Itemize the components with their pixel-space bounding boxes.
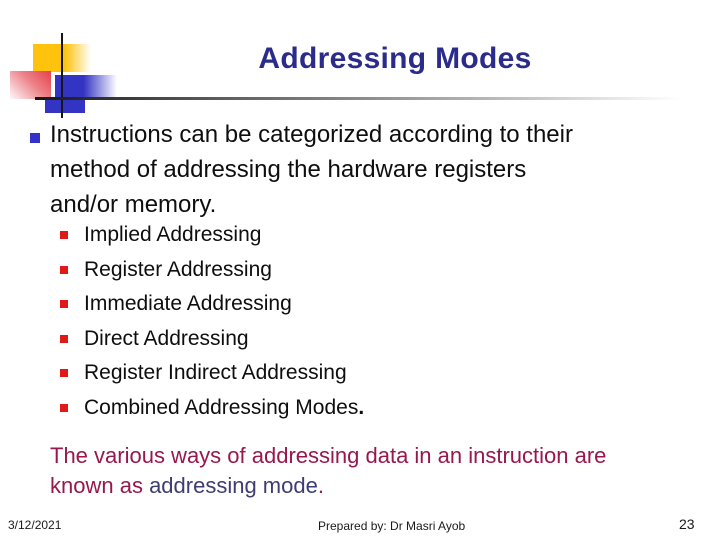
decor-red-square xyxy=(10,71,51,99)
main-bullet-line: and/or memory. xyxy=(50,191,217,218)
bullet-square-icon xyxy=(60,265,68,274)
sub-bullet-item: Register Indirect Addressing xyxy=(60,356,620,391)
title-underline xyxy=(35,97,680,100)
sub-bullet-label: Register Addressing xyxy=(84,257,272,281)
sub-bullet-item: Immediate Addressing xyxy=(60,287,620,322)
footer-prepared-by: Prepared by: Dr Masri Ayob xyxy=(318,519,466,533)
page-number: 23 xyxy=(679,516,695,532)
closing-line2-period: . xyxy=(317,473,324,498)
sub-bullet-list: Implied Addressing Register Addressing I… xyxy=(60,218,620,425)
sub-bullet-label: Register Indirect Addressing xyxy=(84,361,347,384)
bullet-square-icon xyxy=(60,334,68,343)
main-bullet-square-icon xyxy=(30,133,40,143)
closing-paragraph: The various ways of addressing data in a… xyxy=(50,441,690,501)
sub-bullet-label: Combined Addressing Modes xyxy=(84,395,359,419)
footer-date: 3/12/2021 xyxy=(8,518,62,532)
sub-bullet-label: Immediate Addressing xyxy=(84,292,292,315)
closing-line2-prefix: known as xyxy=(50,473,150,498)
main-bullet-text: Instructions can be categorized accordin… xyxy=(50,117,690,222)
slide-title: Addressing Modes xyxy=(258,42,532,75)
sub-bullet-label: Implied Addressing xyxy=(84,223,262,246)
bullet-square-icon xyxy=(60,300,68,308)
closing-highlight-term: addressing mode xyxy=(149,473,318,498)
decor-blue-square-lower xyxy=(45,99,85,113)
main-bullet-line: Instructions can be categorized accordin… xyxy=(50,121,573,148)
closing-line2: known as addressing mode. xyxy=(50,471,690,501)
sub-bullet-period: . xyxy=(358,395,365,419)
decor-blue-square xyxy=(55,75,117,99)
bullet-square-icon xyxy=(60,403,68,412)
bullet-square-icon xyxy=(60,231,68,239)
sub-bullet-label: Direct Addressing xyxy=(84,326,249,350)
sub-bullet-item: Combined Addressing Modes. xyxy=(60,391,620,426)
closing-line1: The various ways of addressing data in a… xyxy=(50,443,607,468)
bullet-square-icon xyxy=(60,369,68,377)
sub-bullet-item: Implied Addressing xyxy=(60,218,620,253)
sub-bullet-item: Direct Addressing xyxy=(60,322,620,357)
sub-bullet-item: Register Addressing xyxy=(60,253,620,288)
crosshair-vertical-line xyxy=(61,33,63,118)
main-bullet-line: method of addressing the hardware regist… xyxy=(50,156,527,183)
